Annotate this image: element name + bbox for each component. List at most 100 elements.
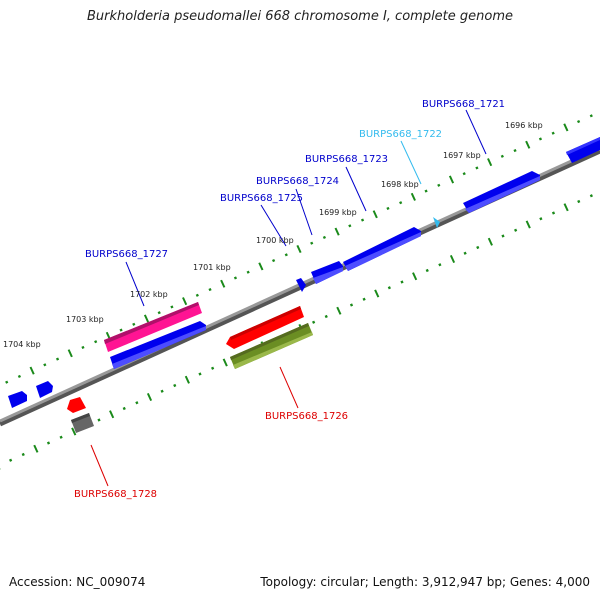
gene-1725-block[interactable] <box>311 261 343 284</box>
major-tick <box>143 314 150 323</box>
gene-1722-arrow[interactable] <box>433 217 440 228</box>
minor-tick <box>208 287 212 292</box>
minor-tick <box>157 311 161 315</box>
minor-tick <box>97 418 101 422</box>
gene-1721-block[interactable] <box>566 137 600 163</box>
leader-1726 <box>279 366 299 409</box>
gene-label-1728[interactable]: BURPS668_1728 <box>74 489 157 500</box>
minor-tick <box>463 251 467 255</box>
major-tick <box>412 272 418 281</box>
major-tick <box>374 289 380 298</box>
minor-tick <box>310 241 314 245</box>
minor-tick <box>55 357 60 361</box>
gene-1723-block[interactable] <box>463 171 540 213</box>
minor-tick <box>387 286 391 290</box>
major-tick <box>449 254 456 264</box>
minor-tick <box>476 245 480 250</box>
gene-label-1722[interactable]: BURPS668_1722 <box>359 129 442 140</box>
gene-1726-olive-block[interactable] <box>230 323 313 369</box>
leader-1725 <box>260 204 287 247</box>
leader-1727 <box>125 261 145 307</box>
gene-small-arrow[interactable] <box>296 278 306 292</box>
minor-tick <box>59 435 63 439</box>
minor-tick <box>500 154 504 158</box>
major-tick <box>372 210 378 219</box>
minor-tick <box>17 374 22 379</box>
gene-label-1723[interactable]: BURPS668_1723 <box>305 154 388 165</box>
minor-tick <box>160 389 164 393</box>
major-tick <box>184 375 190 384</box>
minor-tick <box>538 137 543 141</box>
major-tick <box>336 306 342 315</box>
minor-tick <box>514 228 518 232</box>
major-tick <box>410 192 416 201</box>
minor-tick <box>211 366 215 370</box>
minor-tick <box>43 363 47 367</box>
major-tick <box>146 392 153 402</box>
gene-1728-grey-block[interactable] <box>71 413 94 433</box>
accession-text: Accession: NC_009074 <box>9 575 146 589</box>
minor-tick <box>94 340 98 344</box>
minor-tick <box>513 148 517 153</box>
minor-tick <box>362 297 366 301</box>
kbp-label-1698: 1698 kbp <box>381 180 419 189</box>
genome-title: Burkholderia pseudomallei 668 chromosome… <box>86 9 514 24</box>
minor-tick <box>438 263 442 267</box>
minor-tick <box>46 441 51 445</box>
major-tick <box>222 358 228 367</box>
minor-tick <box>551 131 555 135</box>
minor-tick <box>349 303 354 307</box>
major-tick <box>71 427 77 436</box>
minor-tick <box>312 320 316 324</box>
gene-label-1721[interactable]: BURPS668_1721 <box>422 99 505 110</box>
leader-1728 <box>90 444 109 487</box>
minor-tick <box>360 218 365 222</box>
gene-label-1725[interactable]: BURPS668_1725 <box>220 193 303 204</box>
gene-blue-block-left[interactable] <box>110 321 206 369</box>
minor-tick <box>81 345 85 350</box>
gene-label-1724[interactable]: BURPS668_1724 <box>256 176 339 187</box>
gene-small-blue-1[interactable] <box>8 391 27 408</box>
minor-tick <box>501 234 505 238</box>
minor-tick <box>424 189 428 193</box>
minor-tick <box>198 372 202 376</box>
minor-tick <box>284 253 288 257</box>
minor-tick <box>462 172 466 176</box>
minor-tick <box>399 201 403 205</box>
major-tick <box>487 158 493 167</box>
gene-label-1726[interactable]: BURPS668_1726 <box>265 411 348 422</box>
major-tick <box>220 279 226 288</box>
gene-label-1727[interactable]: BURPS668_1727 <box>85 249 168 260</box>
gene-1727-pink-block[interactable] <box>104 302 202 352</box>
minor-tick <box>539 217 543 221</box>
minor-tick <box>5 380 9 384</box>
major-tick <box>525 140 531 149</box>
major-tick <box>258 262 264 271</box>
minor-tick <box>170 305 174 309</box>
kbp-label-1703: 1703 kbp <box>66 315 104 324</box>
outer-tick-track <box>5 114 593 384</box>
major-tick <box>563 203 569 212</box>
kbp-label-1702: 1702 kbp <box>130 290 168 299</box>
minor-tick <box>348 224 352 228</box>
major-tick <box>448 175 455 184</box>
major-tick <box>67 349 73 358</box>
minor-tick <box>271 258 276 263</box>
gene-red-block[interactable] <box>226 306 304 349</box>
minor-tick <box>589 194 593 198</box>
minor-tick <box>132 322 136 326</box>
kbp-label-1697: 1697 kbp <box>443 151 481 160</box>
major-tick <box>182 297 188 306</box>
minor-tick <box>233 276 238 280</box>
major-tick <box>296 244 302 254</box>
leader-1722 <box>400 140 422 185</box>
major-tick <box>563 123 569 132</box>
major-tick <box>29 366 35 375</box>
gene-1724-block[interactable] <box>343 227 421 271</box>
leader-1724 <box>295 188 313 236</box>
minor-tick <box>425 268 429 273</box>
minor-tick <box>577 199 581 204</box>
gene-small-blue-2[interactable] <box>36 381 53 398</box>
minor-tick <box>21 452 25 457</box>
gene-1728-red-small[interactable] <box>67 397 86 413</box>
